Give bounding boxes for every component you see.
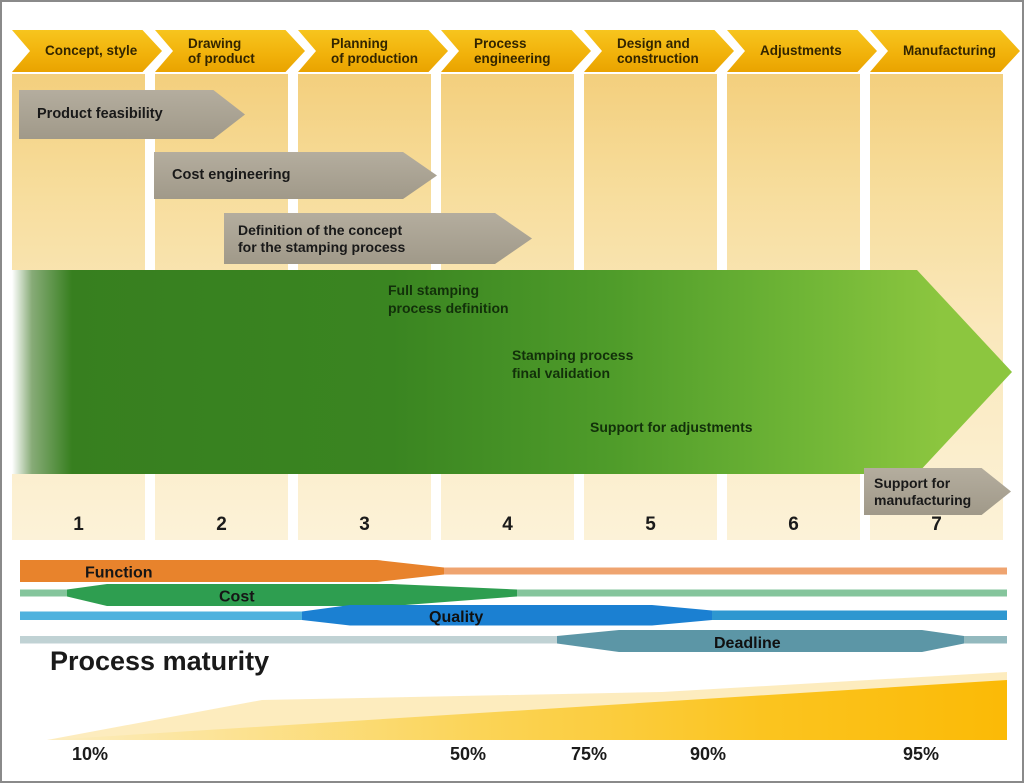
phase-label: Concept, style xyxy=(45,43,138,59)
activity-label: Cost engineering xyxy=(172,166,291,183)
phase-chevron-1: Concept, style xyxy=(12,30,162,72)
maturity-percent-50: 50% xyxy=(449,744,487,764)
phase-label: Manufacturing xyxy=(903,43,996,59)
maturity-wedge xyxy=(47,672,1007,740)
activity-arrow-stamping-concept: Definition of the concept for the stampi… xyxy=(224,213,532,264)
quality-ribbon xyxy=(302,605,712,626)
maturity-percent-90: 90% xyxy=(689,744,727,764)
deadline-ribbon-tail-right xyxy=(942,636,1007,644)
phase-chevron-7: Manufacturing xyxy=(870,30,1020,72)
cost-label: Cost xyxy=(219,589,255,606)
green-arrow-label-2: Stamping process final validation xyxy=(512,347,634,382)
quality-label: Quality xyxy=(429,609,483,626)
phase-number-5: 5 xyxy=(645,514,656,535)
phase-chevron-4: Process engineering xyxy=(441,30,591,72)
phase-number-3: 3 xyxy=(359,514,370,535)
phase-chevron-2: Drawing of product xyxy=(155,30,305,72)
phase-label: Design and construction xyxy=(617,35,699,66)
green-arrow-label-3: Support for adjustments xyxy=(590,419,753,435)
cost-ribbon xyxy=(67,584,517,606)
phase-chevron-6: Adjustments xyxy=(727,30,877,72)
phase-label: Adjustments xyxy=(760,43,842,59)
phase-label: Planning of production xyxy=(331,35,418,66)
activity-label: Definition of the concept for the stampi… xyxy=(238,221,406,255)
phase-label: Process engineering xyxy=(474,35,551,66)
phase-number-4: 4 xyxy=(502,514,513,535)
phase-chevron-3: Planning of production xyxy=(298,30,448,72)
deadline-ribbon xyxy=(557,630,964,652)
priority-ribbons: Function Cost Quality Deadline xyxy=(20,560,1007,652)
activity-arrow-support-manufacturing: Support for manufacturing xyxy=(864,468,1011,515)
function-label: Function xyxy=(85,565,153,582)
activity-label: Product feasibility xyxy=(37,105,163,122)
green-arrow-label-1: Full stamping process definition xyxy=(388,282,509,317)
function-ribbon-tail xyxy=(20,567,1007,575)
activity-arrow-product-feasibility: Product feasibility xyxy=(19,90,245,139)
green-arrow xyxy=(12,270,1012,474)
maturity-wedge-main xyxy=(47,680,1007,740)
quality-ribbon-tail-left xyxy=(20,611,350,620)
phase-chevron-5: Design and construction xyxy=(584,30,734,72)
maturity-percent-75: 75% xyxy=(570,744,608,764)
quality-ribbon-tail-right xyxy=(652,610,1007,620)
function-ribbon xyxy=(20,560,444,582)
phase-number-7: 7 xyxy=(931,514,942,535)
activity-arrow-cost-engineering: Cost engineering xyxy=(154,152,437,199)
phase-number-1: 1 xyxy=(73,514,84,535)
maturity-title: Process maturity xyxy=(50,646,270,676)
activity-label: Support for manufacturing xyxy=(874,474,972,508)
phase-label: Drawing of product xyxy=(188,35,255,66)
deadline-label: Deadline xyxy=(714,635,781,652)
phase-number-6: 6 xyxy=(788,514,799,535)
phase-number-2: 2 xyxy=(216,514,227,535)
deadline-ribbon-tail-left xyxy=(20,636,580,644)
maturity-percent-95: 95% xyxy=(902,744,940,764)
maturity-percent-10: 10% xyxy=(71,744,109,764)
